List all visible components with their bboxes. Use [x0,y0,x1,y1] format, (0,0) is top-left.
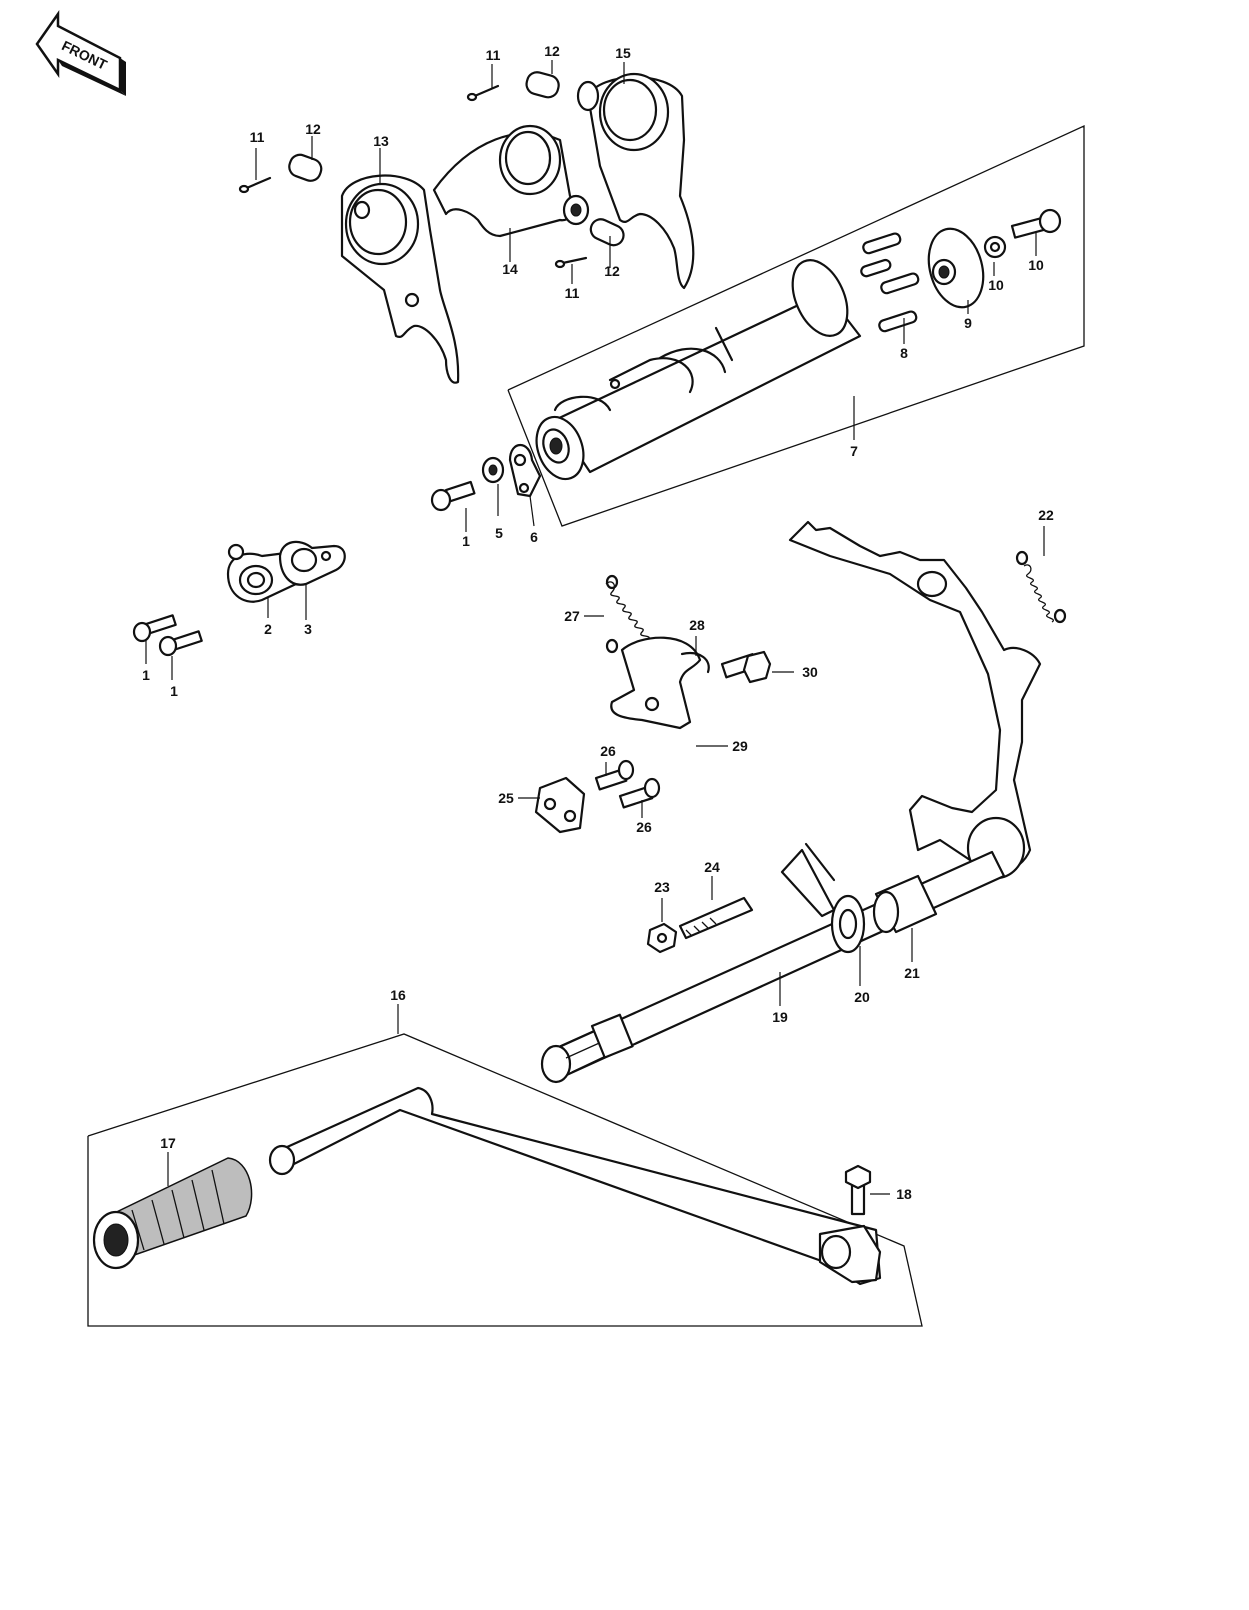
callout-21: 21 [904,965,920,981]
drum-pin-plate [927,227,985,309]
callout-4: 5 [495,525,503,541]
callout-13: 13 [373,133,389,149]
callout-14: 14 [502,261,518,277]
shaft-washer-20 [830,894,866,954]
callout-1: 1 [462,533,470,549]
front-direction-badge: FRONT [35,10,126,96]
shift-shaft [540,850,1006,1084]
callout-20: 20 [854,989,870,1005]
drum-pins [860,232,920,333]
callout-29: 29 [732,738,748,754]
cover-screw-b [158,630,203,657]
callout-24: 24 [704,859,720,875]
callout-17: 17 [160,1135,176,1151]
callout-8: 9 [964,315,972,331]
shaft-collar-21 [872,874,938,934]
callout-12: 12 [305,121,321,137]
stopper-plate-25 [534,776,586,834]
shift-shaft-arm [788,520,1042,880]
return-spring-27 [605,574,650,654]
cotter-pin-11c [554,256,588,269]
callout-22: 22 [1038,507,1054,523]
callout-6: 7 [850,443,858,459]
guide-pin-12c [589,218,625,247]
shift-drum [535,259,862,481]
callout-27: 27 [564,608,580,624]
shift-fork-14 [432,124,590,238]
lock-washer [983,235,1007,259]
drum-stopper-bolt [430,480,476,512]
stopper-screw-26a [594,759,635,791]
callout-25: 25 [498,790,514,806]
callout-10: 10 [1028,257,1044,273]
drum-bolt [1010,208,1062,239]
cotter-pin-11b [466,84,500,102]
drum-washer [481,456,505,484]
callout-1: 1 [142,667,150,683]
stopper-screw-26b [618,777,661,809]
shift-pedal [268,1086,882,1286]
arm-bolt-30 [720,650,772,684]
callout-7: 8 [900,345,908,361]
pedal-rubber-17 [92,1157,253,1270]
shaft-spring-clip [780,842,836,918]
callout-1: 1 [170,683,178,699]
leader-lines [145,60,1045,1195]
callout-26: 26 [600,743,616,759]
callout-9: 10 [988,277,1004,293]
shift-drum-group-bracket [507,124,1085,527]
drum-stopper-plate [508,443,542,498]
stopper-stud-24 [678,896,754,940]
guide-pin-12a [288,153,323,182]
stopper-nut-23 [646,922,678,954]
shift-pedal-group-bracket [87,1033,923,1327]
callout-5: 6 [530,529,538,545]
cotter-pin-11a [238,176,272,194]
callout-11: 11 [565,285,580,301]
arm-spring-28 [680,652,710,674]
callout-18: 18 [896,1186,912,1202]
callout-12: 12 [604,263,620,279]
callout-2: 2 [264,621,272,637]
callout-30: 30 [802,664,818,680]
cover-screw-a [132,614,177,643]
callout-16: 16 [390,987,406,1003]
callout-23: 23 [654,879,670,895]
shift-fork-13 [340,174,460,384]
callout-26: 26 [636,819,652,835]
shift-fork-15 [576,72,695,290]
cover-gasket [278,540,346,586]
callout-labels: 11 12 13 11 12 15 14 11 12 8 9 10 10 7 1… [142,43,1054,1202]
stopper-arm-29 [610,636,702,730]
guide-pin-12b [525,71,560,99]
callout-11: 11 [250,129,265,145]
callout-15: 15 [615,45,631,61]
callout-28: 28 [689,617,705,633]
arm-spring-22 [1015,550,1067,624]
callout-11: 11 [486,47,501,63]
callout-19: 19 [772,1009,788,1025]
pedal-bolt-18 [844,1164,872,1216]
callout-12: 12 [544,43,560,59]
callout-3: 3 [304,621,312,637]
